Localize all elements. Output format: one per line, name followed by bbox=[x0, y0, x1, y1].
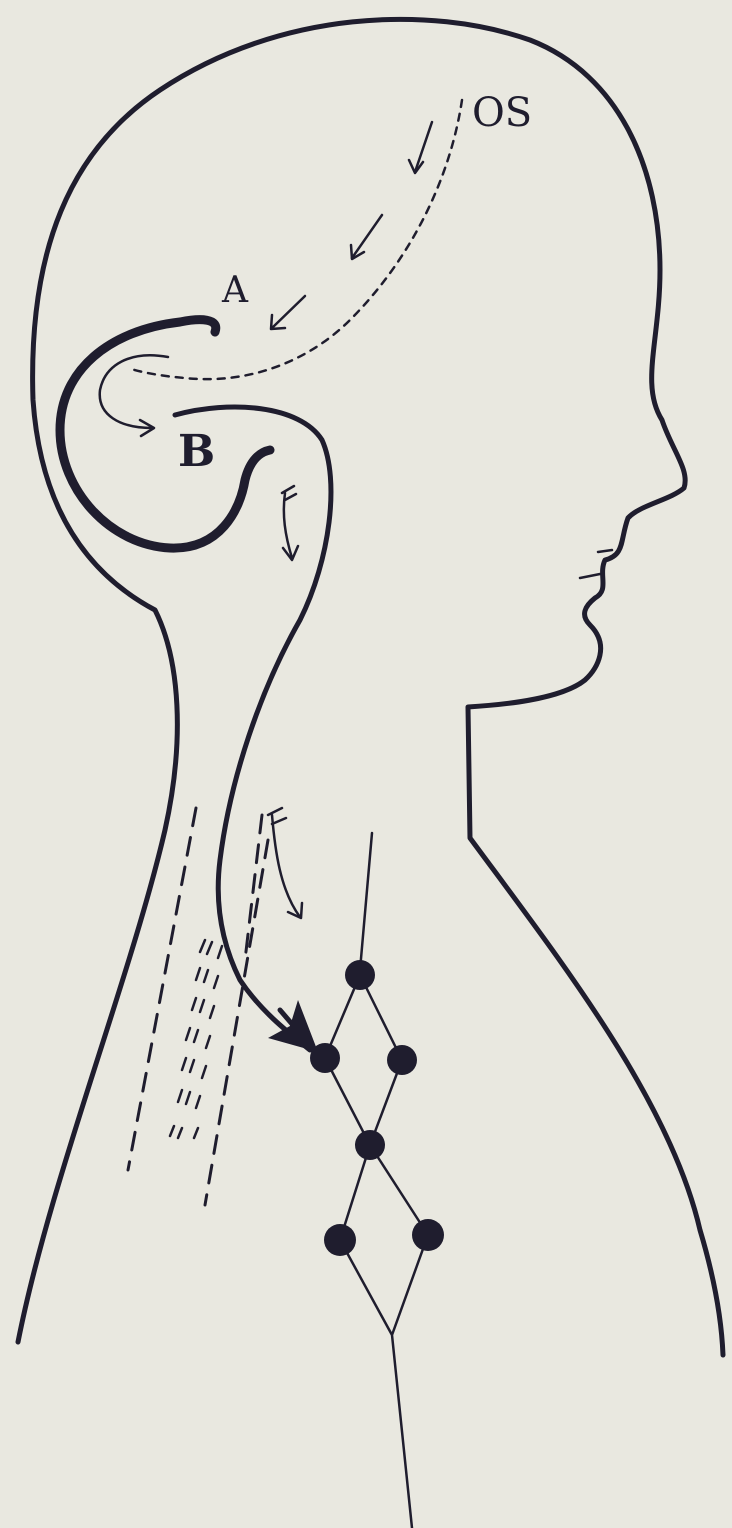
dashed-line-right bbox=[205, 840, 268, 1205]
path-arrow-1 bbox=[415, 122, 432, 172]
hatch-marks bbox=[170, 940, 222, 1138]
neck-arrow-lower bbox=[272, 815, 300, 917]
node-5 bbox=[324, 1224, 356, 1256]
node-4 bbox=[355, 1130, 385, 1160]
neck-arrow-lower-tail bbox=[268, 808, 286, 824]
label-b: B bbox=[178, 426, 215, 477]
ear-outline bbox=[60, 320, 270, 548]
dashed-path-os-to-ear bbox=[128, 100, 462, 379]
lip-line-lower bbox=[580, 574, 600, 578]
neck-arrow-upper bbox=[284, 493, 292, 558]
main-arrowhead bbox=[268, 1000, 318, 1052]
node-1 bbox=[345, 960, 375, 990]
neck-back-line bbox=[175, 407, 331, 1050]
label-a: A bbox=[221, 270, 249, 311]
path-arrow-3 bbox=[272, 296, 305, 328]
node-6 bbox=[412, 1219, 444, 1251]
node-3 bbox=[387, 1045, 417, 1075]
label-os: OS bbox=[472, 90, 532, 136]
ear-inner-arrow bbox=[100, 355, 168, 428]
path-arrow-2 bbox=[352, 215, 382, 258]
network-top-line bbox=[360, 833, 372, 970]
node-network bbox=[310, 833, 444, 1528]
lip-line-upper bbox=[598, 550, 612, 552]
dashed-line-left bbox=[128, 808, 196, 1170]
node-2 bbox=[310, 1043, 340, 1073]
